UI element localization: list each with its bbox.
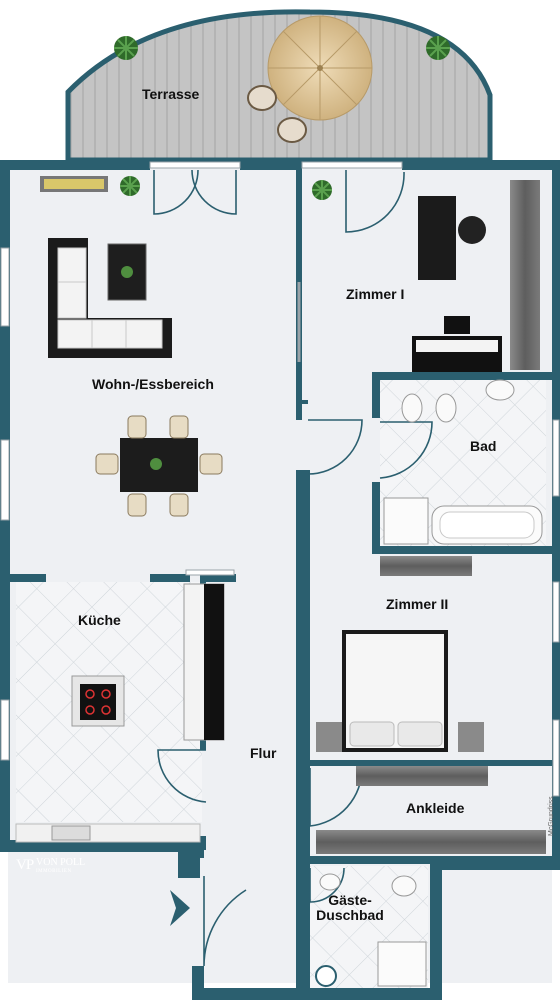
parasol (267, 15, 373, 121)
plant-icon (121, 266, 133, 278)
wardrobe (316, 830, 546, 854)
sideboard (40, 176, 108, 192)
plant-icon (114, 36, 138, 60)
nightstand (316, 722, 342, 752)
logo-name: VON POLL (36, 857, 86, 868)
von-poll-logo: VP VON POLL IMMOBILIEN (16, 856, 85, 874)
logo-mark: VP (16, 857, 34, 873)
column (315, 965, 337, 987)
room-label-room2: Zimmer II (386, 596, 449, 612)
sofa (48, 238, 172, 358)
piano (412, 336, 502, 372)
room-label-guest-bath-2: Duschbad (316, 907, 384, 923)
terrace-chair (247, 85, 277, 111)
dining-chairs (95, 415, 223, 517)
room-label-walkin: Ankleide (406, 800, 465, 816)
guest-bath-fixtures (319, 873, 427, 987)
plant-icon (312, 180, 332, 200)
terrace-chair (277, 117, 307, 143)
kitchen-cabinets (183, 583, 225, 741)
logo-sub: IMMOBILIEN (36, 869, 72, 874)
bath-fixtures (383, 379, 543, 545)
room-label-guest-bath-1: Gäste- (328, 892, 372, 908)
nightstand (458, 722, 484, 752)
office-chair (458, 216, 486, 244)
bed (342, 630, 448, 752)
room-label-hall: Flur (250, 745, 277, 761)
watermark-text: McGrundriss (548, 796, 555, 836)
room-label-terrace: Terrasse (142, 86, 200, 102)
wardrobe (510, 180, 540, 370)
entrance-arrow-icon (170, 890, 190, 926)
kitchen-sink (51, 825, 91, 841)
terrace (65, 9, 493, 163)
plant-icon (120, 176, 140, 196)
room-label-kitchen: Küche (78, 612, 121, 628)
wardrobe (380, 556, 472, 576)
kitchen-counter (15, 823, 201, 843)
wardrobe (356, 766, 488, 786)
windows (0, 161, 560, 797)
desk (418, 196, 456, 280)
room-label-room1: Zimmer I (346, 286, 405, 302)
stove-island (71, 675, 125, 727)
room-label-living: Wohn-/Essbereich (92, 376, 214, 392)
dining-table (120, 438, 198, 492)
plant-icon (426, 36, 450, 60)
monitor (444, 316, 470, 334)
room-label-bath: Bad (470, 438, 497, 454)
